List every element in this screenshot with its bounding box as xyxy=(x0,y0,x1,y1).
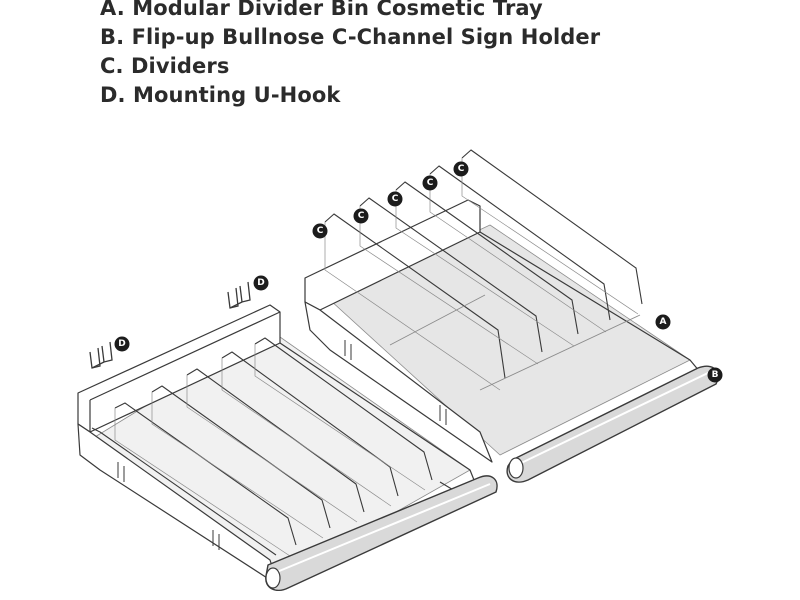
callout-d-2: D xyxy=(253,275,269,291)
left-tray-dividers xyxy=(91,337,433,557)
svg-text:C: C xyxy=(458,164,465,174)
svg-text:C: C xyxy=(358,211,365,221)
callout-d-1: D xyxy=(114,336,130,352)
svg-text:C: C xyxy=(317,226,324,236)
svg-text:C: C xyxy=(392,194,399,204)
svg-text:D: D xyxy=(118,339,125,349)
svg-text:D: D xyxy=(257,278,264,288)
svg-text:B: B xyxy=(712,370,719,380)
legend-item-a: A. Modular Divider Bin Cosmetic Tray xyxy=(100,0,543,20)
callout-c-4: C xyxy=(422,175,438,191)
svg-text:C: C xyxy=(427,178,434,188)
callout-a: A xyxy=(655,314,671,330)
callout-c-3: C xyxy=(387,191,403,207)
right-tray xyxy=(304,149,719,483)
u-hook-right xyxy=(227,281,251,309)
legend-item-d: D. Mounting U-Hook xyxy=(100,83,341,107)
callout-c-1: C xyxy=(312,223,328,239)
u-hook-left xyxy=(89,341,113,369)
legend-item-c: C. Dividers xyxy=(100,54,230,78)
legend-item-b: B. Flip-up Bullnose C-Channel Sign Holde… xyxy=(100,25,601,49)
right-tray-dividers xyxy=(324,149,643,391)
callout-b: B xyxy=(707,367,723,383)
callout-c-5: C xyxy=(453,161,469,177)
parts-legend: A. Modular Divider Bin Cosmetic Tray B. … xyxy=(100,0,600,110)
right-tray-side-wall xyxy=(304,301,493,463)
callout-c-2: C xyxy=(353,208,369,224)
svg-text:A: A xyxy=(660,317,667,327)
right-tray-bullnose xyxy=(506,365,719,483)
left-tray xyxy=(77,304,498,592)
